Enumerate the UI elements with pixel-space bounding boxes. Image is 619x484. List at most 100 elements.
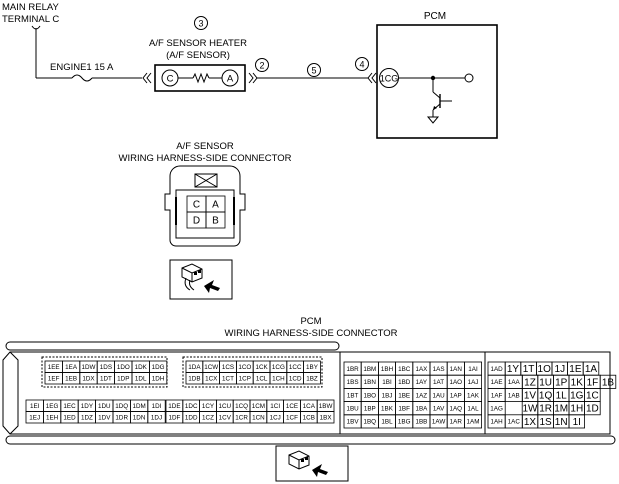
pin-1dn: 1DN bbox=[133, 415, 146, 422]
pin-1an: 1AN bbox=[450, 366, 463, 373]
transistor-emitter-arrow bbox=[433, 106, 437, 110]
pin-1l: 1L bbox=[556, 391, 568, 402]
pcm-box bbox=[376, 24, 498, 139]
pin-1df: 1DF bbox=[168, 415, 180, 422]
pin-1x: 1X bbox=[524, 417, 537, 428]
pin-1dh: 1DH bbox=[152, 376, 165, 383]
pin-1d-cell bbox=[584, 401, 601, 416]
pin-1di: 1DI bbox=[152, 403, 162, 410]
pcm-connector-left-guide bbox=[9, 351, 19, 435]
af-pin-d: D bbox=[193, 216, 200, 227]
pcm-label: PCM bbox=[424, 11, 446, 22]
pin-1h: 1H bbox=[570, 404, 583, 415]
pin-1w: 1W bbox=[523, 404, 539, 415]
pin-1ad: 1AD bbox=[490, 366, 503, 373]
pin-1e: 1E bbox=[569, 364, 582, 375]
pin-1i-cell bbox=[568, 414, 586, 429]
pin-1bx: 1BX bbox=[320, 415, 333, 422]
pin-1bz: 1BZ bbox=[306, 376, 318, 383]
heater-subtitle: (A/F SENSOR) bbox=[166, 50, 230, 61]
pin-1dr: 1DR bbox=[115, 415, 128, 422]
pin-1ac: 1AC bbox=[508, 419, 521, 426]
pin-1dv: 1DV bbox=[98, 415, 111, 422]
pin-1eb: 1EB bbox=[65, 376, 77, 383]
pin-1bz-cell bbox=[303, 372, 321, 385]
pin-1do: 1DO bbox=[117, 364, 130, 371]
pin-1r: 1R bbox=[539, 404, 552, 415]
pin-1t: 1T bbox=[523, 364, 535, 375]
pcm-terminal-1cg: 1CG bbox=[380, 74, 399, 84]
pin-1cn: 1CN bbox=[252, 415, 265, 422]
pin-1ee: 1EE bbox=[48, 364, 60, 371]
callout-5-circle bbox=[307, 63, 321, 77]
connector-mark-sensor-right bbox=[248, 72, 258, 84]
pin-1ed: 1ED bbox=[63, 415, 76, 422]
pin-1bh: 1BH bbox=[381, 366, 394, 373]
terminal-c-label: C bbox=[167, 74, 174, 85]
pin-1k: 1K bbox=[571, 377, 584, 388]
connector-view-icon bbox=[181, 263, 220, 293]
fuse-symbol bbox=[71, 74, 93, 82]
pin-1bc: 1BC bbox=[398, 366, 411, 373]
pin-1dw: 1DW bbox=[82, 364, 96, 371]
pin-1dg: 1DG bbox=[152, 364, 165, 371]
pin-1dh-cell bbox=[148, 372, 168, 385]
pin-1cd: 1CD bbox=[289, 376, 302, 383]
af-connector-latch bbox=[194, 173, 218, 188]
pin-1dz: 1DZ bbox=[81, 415, 93, 422]
pin-1ch: 1CH bbox=[272, 376, 285, 383]
pin-1cl: 1CL bbox=[256, 376, 268, 383]
pin-1d: 1D bbox=[586, 404, 599, 415]
pin-1bi: 1BI bbox=[382, 379, 392, 386]
pin-1am-cell bbox=[463, 414, 482, 429]
pin-1cw: 1CW bbox=[204, 364, 218, 371]
pin-1eg: 1EG bbox=[46, 403, 59, 410]
pin-1o: 1O bbox=[538, 364, 552, 375]
pin-1ce: 1CE bbox=[286, 403, 298, 410]
pin-1dl: 1DL bbox=[135, 376, 147, 383]
pin-1p: 1P bbox=[555, 377, 568, 388]
pcm-connector-subtitle: WIRING HARNESS-SIDE CONNECTOR bbox=[225, 328, 398, 339]
callout-5: 5 bbox=[311, 66, 316, 76]
heater-title: A/F SENSOR HEATER bbox=[149, 38, 247, 49]
callout-2: 2 bbox=[259, 61, 264, 71]
pin-1dp: 1DP bbox=[117, 376, 129, 383]
pin-1ai: 1AI bbox=[468, 366, 478, 373]
terminal-a-label: A bbox=[227, 74, 234, 85]
pin-1cy: 1CY bbox=[202, 403, 215, 410]
pin-1dk: 1DK bbox=[135, 364, 148, 371]
connector-view-icon-frame bbox=[169, 259, 233, 300]
pin-1bx-cell bbox=[316, 411, 335, 424]
pin-1z: 1Z bbox=[524, 377, 536, 388]
callout-2-circle bbox=[255, 58, 269, 72]
pin-1du: 1DU bbox=[98, 403, 111, 410]
af-pin-b: B bbox=[212, 216, 219, 227]
pin-1bs: 1BS bbox=[347, 379, 359, 386]
pin-1cz: 1CZ bbox=[202, 415, 214, 422]
pin-1ec: 1EC bbox=[63, 403, 76, 410]
pin-1dj: 1DJ bbox=[151, 415, 162, 422]
pin-1as: 1AS bbox=[433, 366, 445, 373]
pin-1av: 1AV bbox=[433, 406, 445, 413]
pin-1cr: 1CR bbox=[235, 415, 248, 422]
pin-1cq: 1CQ bbox=[235, 403, 248, 410]
callout-4-circle bbox=[355, 57, 369, 71]
pin-1cb: 1CB bbox=[303, 415, 315, 422]
ground-icon bbox=[426, 116, 440, 124]
pin-1ab: 1AB bbox=[508, 392, 520, 399]
pin-1bk: 1BK bbox=[381, 406, 394, 413]
pin-1cg: 1CG bbox=[272, 364, 285, 371]
pin-1ea: 1EA bbox=[65, 364, 78, 371]
pin-1bb: 1BB bbox=[415, 419, 427, 426]
pin-1c: 1C bbox=[586, 391, 599, 402]
pcm-connector-bottom-rail bbox=[5, 435, 616, 445]
pin-1aa: 1AA bbox=[508, 379, 521, 386]
pcm-connector-view-icon-frame bbox=[275, 445, 349, 482]
pin-1bl: 1BL bbox=[381, 419, 393, 426]
pin-1cm: 1CM bbox=[252, 403, 265, 410]
transistor-collector bbox=[432, 91, 441, 99]
pin-1q: 1Q bbox=[539, 391, 553, 402]
af-connector-housing bbox=[164, 165, 246, 247]
